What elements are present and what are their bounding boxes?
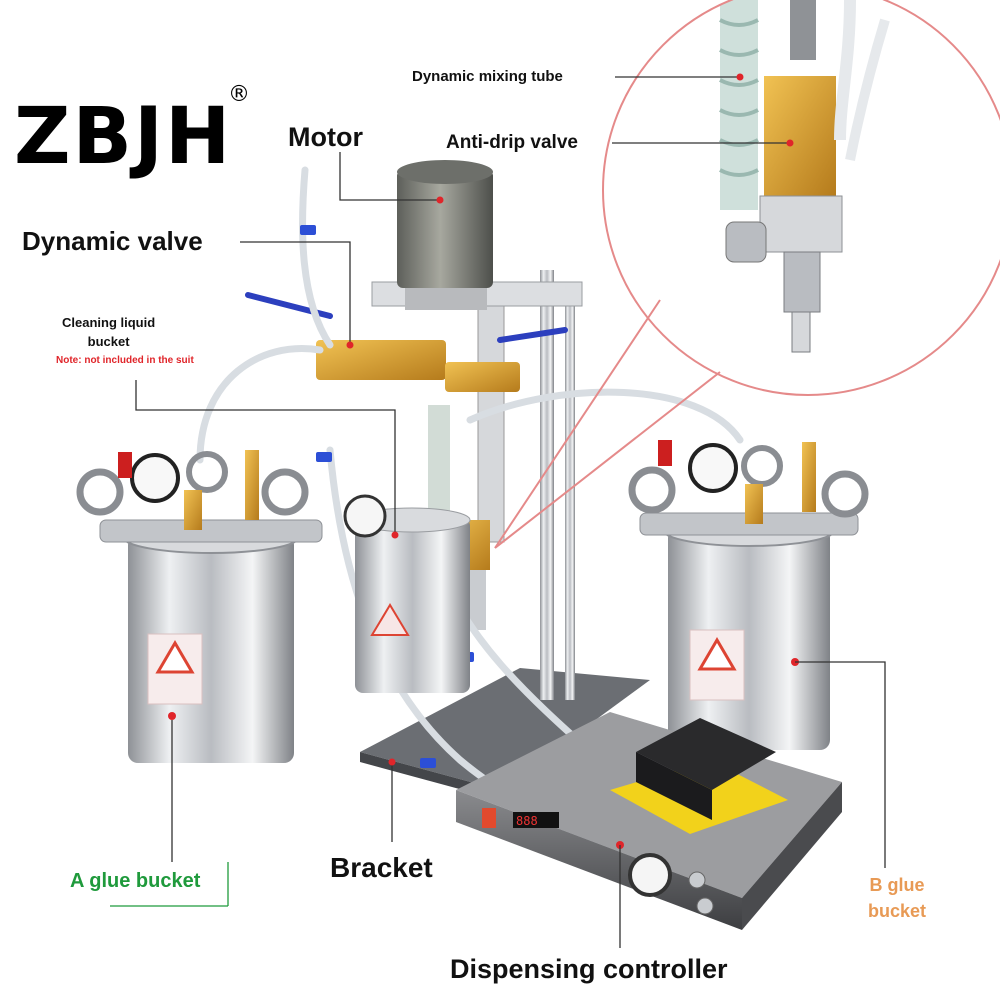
svg-text:888: 888 [516, 814, 538, 828]
label-b-glue-line2: bucket [868, 901, 927, 921]
registered-mark: ® [228, 82, 250, 107]
label-cleaning-bucket-line2: bucket [87, 334, 130, 349]
label-dynamic-mixing-tube: Dynamic mixing tube [412, 68, 563, 85]
label-cleaning-note: Note: not included in the suit [56, 355, 194, 366]
label-motor: Motor [288, 122, 363, 152]
label-b-glue-line1: B glue [869, 875, 925, 895]
label-dispensing-controller: Dispensing controller [450, 954, 728, 984]
label-dynamic-valve: Dynamic valve [22, 226, 203, 256]
a-glue-bucket-art [76, 450, 323, 763]
label-cleaning-bucket-line1: Cleaning liquid [62, 315, 156, 330]
dispensing-controller-art: 888 [456, 712, 842, 930]
label-anti-drip-valve: Anti-drip valve [446, 132, 578, 153]
callout-circle [494, 0, 1000, 549]
brand-logo: ZBJH [14, 92, 233, 182]
label-a-glue-bucket: A glue bucket [70, 870, 201, 892]
motor-unit [397, 160, 493, 310]
b-glue-bucket-art [628, 440, 869, 750]
label-cleaning-bucket: Cleaning liquid bucket [62, 313, 155, 351]
label-b-glue-bucket: B glue bucket [868, 872, 926, 924]
leader-lines [110, 73, 886, 948]
label-bracket: Bracket [330, 852, 433, 883]
cleaning-bucket [343, 494, 471, 693]
